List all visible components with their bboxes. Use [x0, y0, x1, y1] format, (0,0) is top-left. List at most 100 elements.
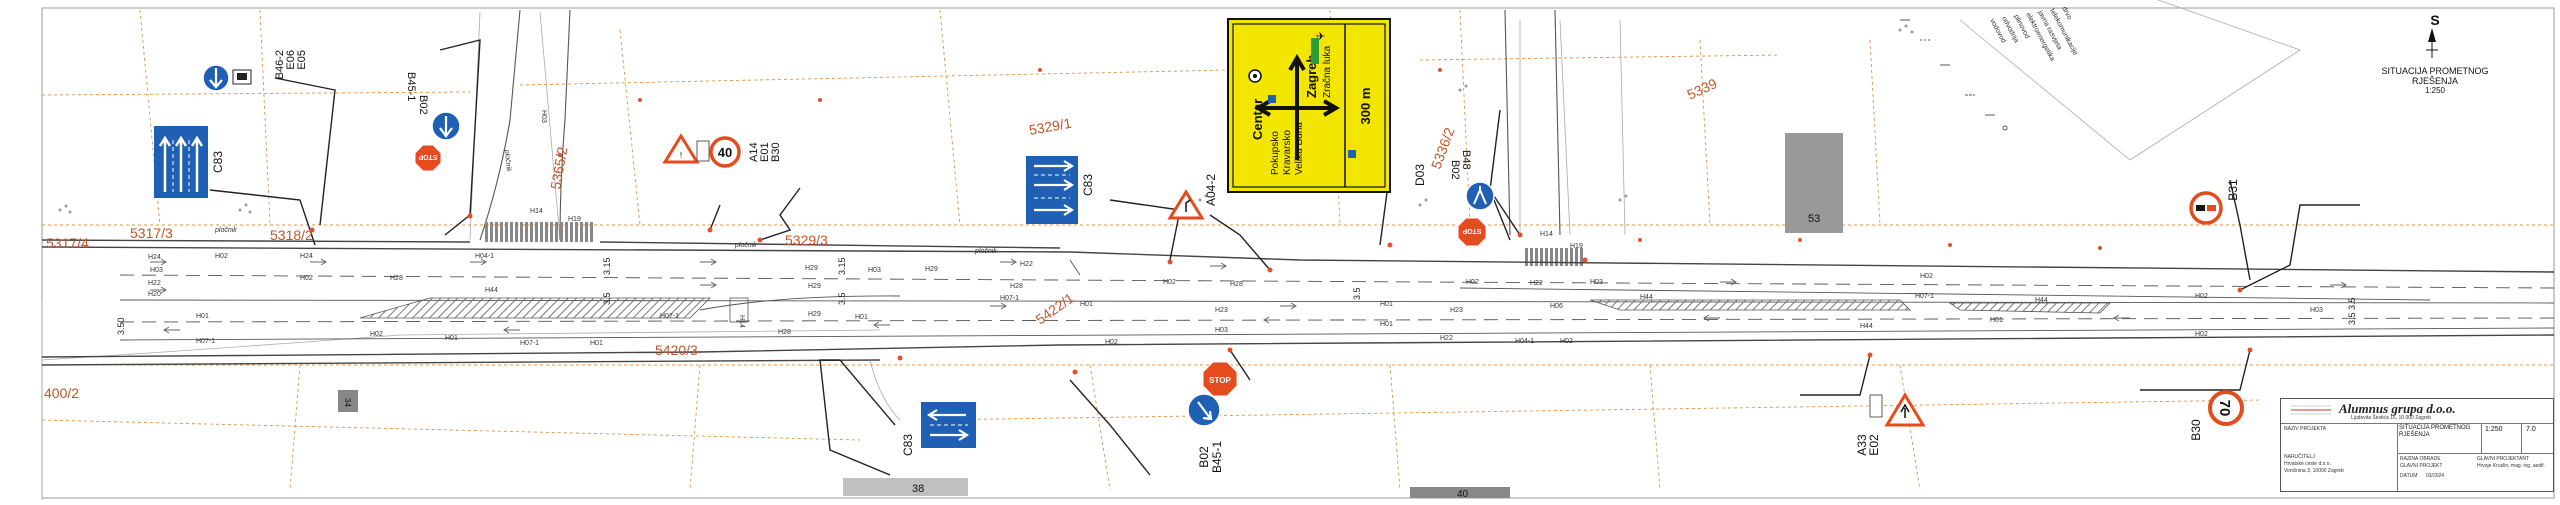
- drawing-title: SITUACIJA PROMETNOG RJEŠENJA: [2399, 425, 2471, 438]
- marking-label: H14: [1540, 231, 1553, 238]
- building-40: [1410, 487, 1510, 498]
- marking-label: H24: [300, 253, 313, 260]
- sign-b46-2: [202, 64, 252, 92]
- sheet-number: 7.0: [2526, 426, 2536, 433]
- marking-label: H07-1: [196, 338, 215, 345]
- marking-label: H44: [1640, 294, 1653, 301]
- marking-label: H22: [1020, 261, 1033, 268]
- parcel-5365-2: 5365/2: [547, 145, 570, 190]
- direction-sign-destination: Zagreb: [1304, 55, 1319, 98]
- sign-b02-south: [1187, 393, 1221, 427]
- vegetation-dots: [58, 24, 1914, 214]
- marking-label: H03: [1590, 279, 1603, 286]
- marking-label: H06: [1550, 303, 1563, 310]
- marking-label: H01: [1990, 317, 2003, 324]
- marking-label: H01: [1380, 301, 1393, 308]
- sign-code-e05: E05: [296, 50, 308, 70]
- drawing-scale: 1:250: [2485, 426, 2503, 433]
- sign-b31-east: [2189, 191, 2223, 225]
- sign-code-e06: E06: [285, 50, 297, 70]
- lane-width-label: 3.5 3.5: [2347, 297, 2357, 325]
- sidewalk-label: pločnik: [214, 227, 237, 234]
- marking-label: H44: [485, 287, 498, 294]
- marking-label: H01: [855, 314, 868, 321]
- sign-code-c83-south: C83: [901, 434, 915, 456]
- lane-arrows: [150, 258, 2347, 334]
- sign-code-a04-2: A04-2: [1204, 174, 1218, 206]
- sign-code-b46-2: B46-2: [274, 50, 286, 79]
- side-road-north: [479, 9, 1561, 241]
- legend-symbols: [1900, 19, 2008, 131]
- company-name: Alumnus grupa d.o.o.: [2339, 401, 2456, 416]
- sign-code-b02-centre: B02: [1449, 160, 1461, 180]
- sign-code-b02-nw: B02: [417, 95, 429, 115]
- title-block: Alumnus grupa d.o.o. Ljudevita Šestića 1…: [2280, 398, 2554, 492]
- stop-sign-north-centre: STOP: [1457, 217, 1487, 247]
- traffic-island-west: [729, 297, 749, 323]
- marking-label: H02: [2195, 293, 2208, 300]
- marking-label: H03: [150, 267, 163, 274]
- marking-label: H22: [148, 280, 161, 287]
- marking-label: H01: [590, 340, 603, 347]
- phase-value: GLAVNI PROJEKT: [2400, 463, 2443, 469]
- designer-name: Hrvoje Kruslin, mag. ing. aedif.: [2477, 463, 2546, 469]
- marking-label: H23: [1450, 307, 1463, 314]
- sign-e01-plate: [696, 140, 710, 162]
- date-label: DATUM: [2400, 473, 2418, 479]
- parcel-5422-1: 5422/1: [1033, 290, 1077, 328]
- crosswalk-north-east: [1525, 248, 1585, 266]
- parcel-400-2: 400/2: [44, 385, 79, 401]
- parcel-5329-3: 5329/3: [785, 232, 828, 248]
- parcel-boundaries: [41, 9, 2554, 491]
- marking-label: H28: [778, 329, 791, 336]
- lane-width-label: 3.5: [602, 292, 612, 305]
- building-53-label: 53: [1808, 213, 1820, 225]
- sidewalk-label: pločnik: [734, 242, 757, 249]
- marking-label: H03: [540, 110, 547, 123]
- investor-name: Hrvatske ceste d.o.o.: [2284, 461, 2331, 467]
- marking-label: H07-1: [660, 313, 679, 320]
- hatched-island-far-east: [1948, 302, 2111, 314]
- marking-label: H04-1: [1515, 338, 1534, 345]
- sign-code-c83-centre: C83: [1081, 174, 1095, 196]
- company-address: Ljudevita Šestića 16, 10 000 Zagreb: [2351, 415, 2432, 421]
- plan-title: SITUACIJA PROMETNOG RJEŠENJA: [2381, 66, 2489, 86]
- svg-text:STOP: STOP: [1462, 227, 1481, 234]
- marking-label: H29: [805, 265, 818, 272]
- direction-sign-destination: Zračna luka: [1322, 45, 1333, 98]
- marking-label: H03: [868, 267, 881, 274]
- crosswalk-north-west: [485, 222, 595, 242]
- sign-b02-centre: [1465, 181, 1495, 211]
- plan-scale: 1:250: [2424, 86, 2446, 95]
- stop-sign-north-west: STOP: [414, 144, 442, 172]
- parcel-5318-2: 5318/2: [270, 227, 313, 243]
- parcel-5339: 5339: [1685, 75, 1720, 103]
- marking-label: H29: [925, 266, 938, 273]
- sign-code-b31: B31: [2226, 179, 2240, 201]
- date-value: 03/2024: [2426, 473, 2445, 479]
- marking-label: H02: [300, 275, 313, 282]
- sign-code-b02-south: B02: [1197, 446, 1211, 468]
- hatched-island-west: [359, 297, 711, 319]
- marking-label: H02: [1466, 279, 1479, 286]
- designer-label: GLAVNI PROJEKTANT: [2477, 456, 2530, 462]
- marking-label: H28: [1230, 281, 1243, 288]
- marking-label: H03: [2310, 307, 2323, 314]
- stop-sign-south: STOP: [1202, 361, 1238, 397]
- hatched-island-east: [1589, 299, 1911, 311]
- parcel-5317-4: 5317/4: [46, 235, 89, 251]
- marking-label: H23: [1215, 307, 1228, 314]
- sign-e02-plate: [1869, 394, 1883, 418]
- sign-code-e01: E01: [759, 142, 771, 162]
- marking-label: H19: [1570, 243, 1583, 250]
- property-lines: [41, 0, 2301, 500]
- direction-sign-300m: Centar Pokupsko Kravarsko Velika Buna Za…: [1227, 18, 1391, 193]
- airplane-icon: ✈: [1316, 31, 1325, 43]
- sign-code-d03: D03: [1413, 164, 1427, 186]
- marking-label: H02: [2195, 331, 2208, 338]
- building-40-label: 40: [1457, 489, 1469, 500]
- sign-code-c83-west: C83: [211, 151, 225, 173]
- marking-label: H22: [1440, 335, 1453, 342]
- sign-a04-2-warning: [1167, 189, 1205, 220]
